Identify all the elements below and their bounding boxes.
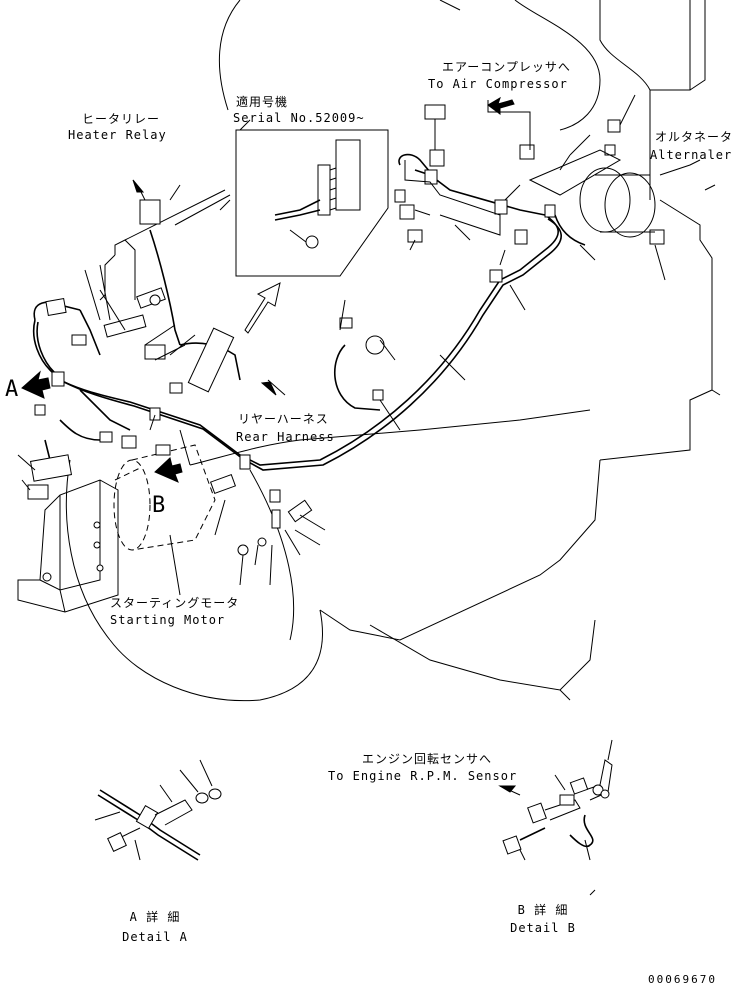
alternator-label-en: Alternaler [650, 148, 733, 162]
detail-a-drawing [94, 759, 222, 861]
detail-b-drawing [498, 739, 613, 896]
alternator-label-jp: オルタネータ [655, 130, 733, 144]
detail-a-label-jp: A 詳 細 [129, 910, 181, 924]
detail-b-label-en: Detail B [510, 921, 576, 935]
air-compressor-label-jp: エアーコンプレッサへ [442, 60, 571, 74]
mounting-bracket [17, 479, 119, 613]
serial-label-jp: 適用号機 [236, 95, 289, 109]
callout-a-label: A [5, 377, 20, 402]
rear-harness-label-jp: リヤーハーネス [238, 412, 329, 426]
starting-motor-outline [113, 444, 216, 551]
serial-label-en: Serial No.52009~ [233, 111, 365, 125]
drawing-number: 00069670 [648, 973, 717, 986]
leader-lines [17, 94, 701, 596]
engine-rpm-label-jp: エンジン回転センサへ [362, 752, 493, 766]
detail-b-label-jp: B 詳 細 [517, 903, 569, 917]
arrows [21, 96, 515, 483]
rear-harness-label-en: Rear Harness [236, 430, 335, 444]
engine-block-outline [65, 0, 721, 702]
heater-relay-label-jp: ヒータリレー [82, 112, 161, 126]
air-compressor-label-en: To Air Compressor [428, 77, 568, 91]
starting-motor-label-jp: スターティングモータ [110, 596, 240, 610]
heater-relay-label-en: Heater Relay [68, 128, 167, 142]
serial-inset [235, 129, 389, 277]
hardware-parts [27, 104, 665, 556]
callout-b-label: B [152, 493, 167, 518]
starting-motor-label-en: Starting Motor [110, 613, 226, 627]
engine-rpm-label-en: To Engine R.P.M. Sensor [328, 769, 518, 783]
detail-a-label-en: Detail A [122, 930, 188, 944]
